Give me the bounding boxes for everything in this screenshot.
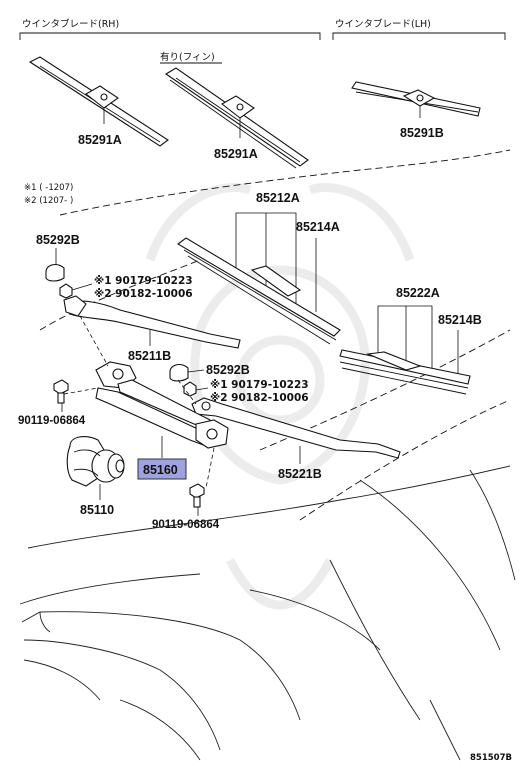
leader-nut-top — [71, 283, 93, 291]
arm-85211B[interactable] — [63, 295, 241, 349]
label-85160[interactable]: 85160 — [143, 463, 178, 477]
label-85292B-top: 85292B — [36, 233, 80, 247]
label-90182-10006-top: ※2 90182-10006 — [94, 288, 193, 300]
refill-85222A[interactable] — [339, 349, 471, 395]
bolt-90119-bottom[interactable] — [189, 483, 205, 508]
bolt-90119-left[interactable] — [53, 379, 69, 404]
arm-85221B[interactable] — [191, 397, 401, 459]
rh-header-bracket: ウインタブレード(RH) — [19, 18, 321, 40]
cap-85292B-mid[interactable] — [169, 363, 189, 382]
label-90179-10223-top: ※1 90179-10223 — [94, 275, 193, 287]
note-2: ※2 (1207- ) — [24, 196, 73, 206]
note-1: ※1 ( -1207) — [24, 183, 73, 193]
label-85110: 85110 — [80, 503, 114, 517]
leader-nut-mid — [195, 387, 209, 391]
label-85292B-mid: 85292B — [206, 363, 250, 377]
leader-85222A — [377, 305, 433, 372]
label-85291A-fin: 85291A — [214, 147, 258, 161]
cap-85292B-top[interactable] — [45, 263, 65, 282]
label-85212A: 85212A — [256, 191, 300, 205]
label-85222A: 85222A — [396, 286, 440, 300]
label-85214A: 85214A — [296, 220, 340, 234]
highlight-85160 — [137, 458, 187, 480]
fin-note: 有り(フィン) — [160, 51, 215, 63]
rh-header: ウインタブレード(RH) — [22, 18, 119, 30]
label-90119-06864-left: 90119-06864 — [18, 415, 86, 427]
lh-header: ウインタブレード(LH) — [335, 18, 431, 30]
label-85214B: 85214B — [438, 313, 482, 327]
lh-header-bracket: ウインタブレード(LH) — [332, 18, 506, 40]
blade-85291A-fin[interactable] — [164, 67, 309, 169]
label-90119-06864-bottom: 90119-06864 — [152, 519, 220, 531]
refill-85212A[interactable] — [177, 237, 341, 345]
label-90179-10223-mid: ※1 90179-10223 — [210, 379, 309, 391]
diagram-id: 851507B — [470, 753, 512, 763]
label-85291A-left: 85291A — [78, 133, 122, 147]
link-85160[interactable] — [95, 361, 229, 449]
label-85291B: 85291B — [400, 126, 444, 140]
label-85211B: 85211B — [128, 349, 171, 363]
windshield-outline — [39, 149, 511, 521]
label-85221B: 85221B — [278, 467, 322, 481]
blade-85291B[interactable] — [351, 81, 481, 117]
guide-lines — [63, 315, 215, 489]
blade-85291A-left[interactable] — [28, 56, 169, 147]
leader-85292B-mid — [187, 369, 205, 373]
label-90182-10006-mid: ※2 90182-10006 — [210, 392, 309, 404]
motor-85110[interactable] — [66, 436, 125, 487]
nut-top[interactable] — [59, 283, 73, 299]
vehicle-body — [19, 465, 516, 761]
